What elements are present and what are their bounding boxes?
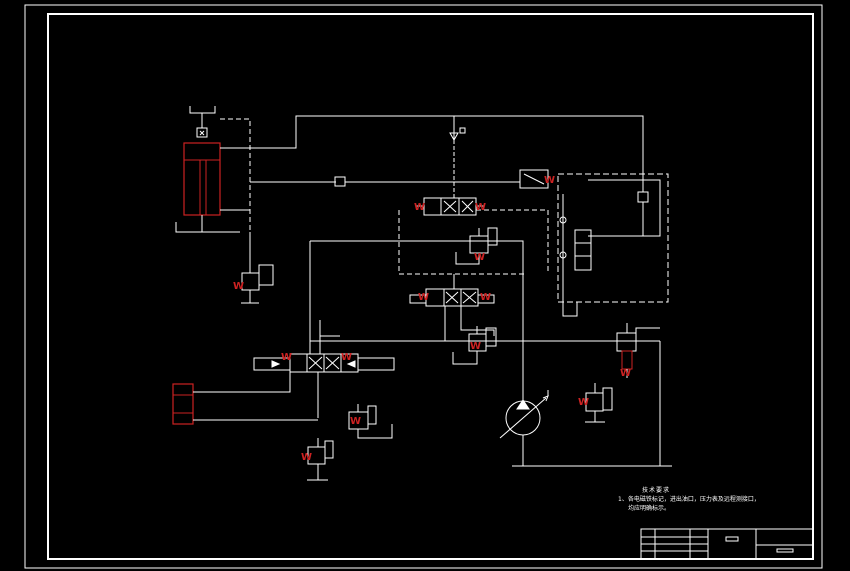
- technical-requirements-line1: 1、各电磁铁标记，进出油口，压力表及远程测接口，: [618, 496, 760, 503]
- directional-valve-top: [416, 197, 484, 216]
- solenoid-mark: W: [414, 202, 425, 213]
- relief-valve-right: [523, 323, 661, 466]
- relief-valve-lower-center: [348, 404, 393, 439]
- solenoid-mark: W: [233, 281, 244, 292]
- directional-valve-lower: [253, 353, 395, 373]
- title-block: [640, 528, 814, 560]
- lower-cylinder: [172, 372, 318, 425]
- drawing-border: [47, 13, 814, 560]
- main-cylinder: [175, 106, 240, 233]
- relief-valve-left: [241, 232, 274, 304]
- solenoid-mark: W: [544, 175, 555, 186]
- solenoid-mark: W: [470, 341, 481, 352]
- solenoid-mark: W: [480, 292, 491, 303]
- pressure-gauge-switch: [519, 169, 549, 189]
- solenoid-mark: W: [578, 397, 589, 408]
- solenoid-mark: W: [281, 352, 292, 363]
- solenoid-mark: W: [341, 352, 352, 363]
- technical-requirements-title: 技术要求: [642, 487, 671, 494]
- solenoid-mark: W: [350, 416, 361, 427]
- hydraulic-pump: [499, 390, 672, 467]
- relief-valve-lower-left: [307, 438, 334, 481]
- solenoid-mark: W: [301, 452, 312, 463]
- directional-valve-middle: [409, 288, 495, 307]
- control-block-box: [557, 173, 669, 303]
- solenoid-mark: W: [475, 202, 486, 213]
- pressure-valve-center: [455, 227, 498, 265]
- check-valve-right: [637, 191, 649, 203]
- solenoid-mark: W: [418, 292, 429, 303]
- sheet-outer-frame: [24, 4, 823, 569]
- technical-requirements-line2: 均应明确标示。: [628, 505, 671, 512]
- solenoid-mark: W: [620, 368, 631, 379]
- solenoid-mark: W: [474, 252, 485, 263]
- relief-valve-middle: [452, 326, 497, 365]
- check-valve-left: [334, 176, 346, 187]
